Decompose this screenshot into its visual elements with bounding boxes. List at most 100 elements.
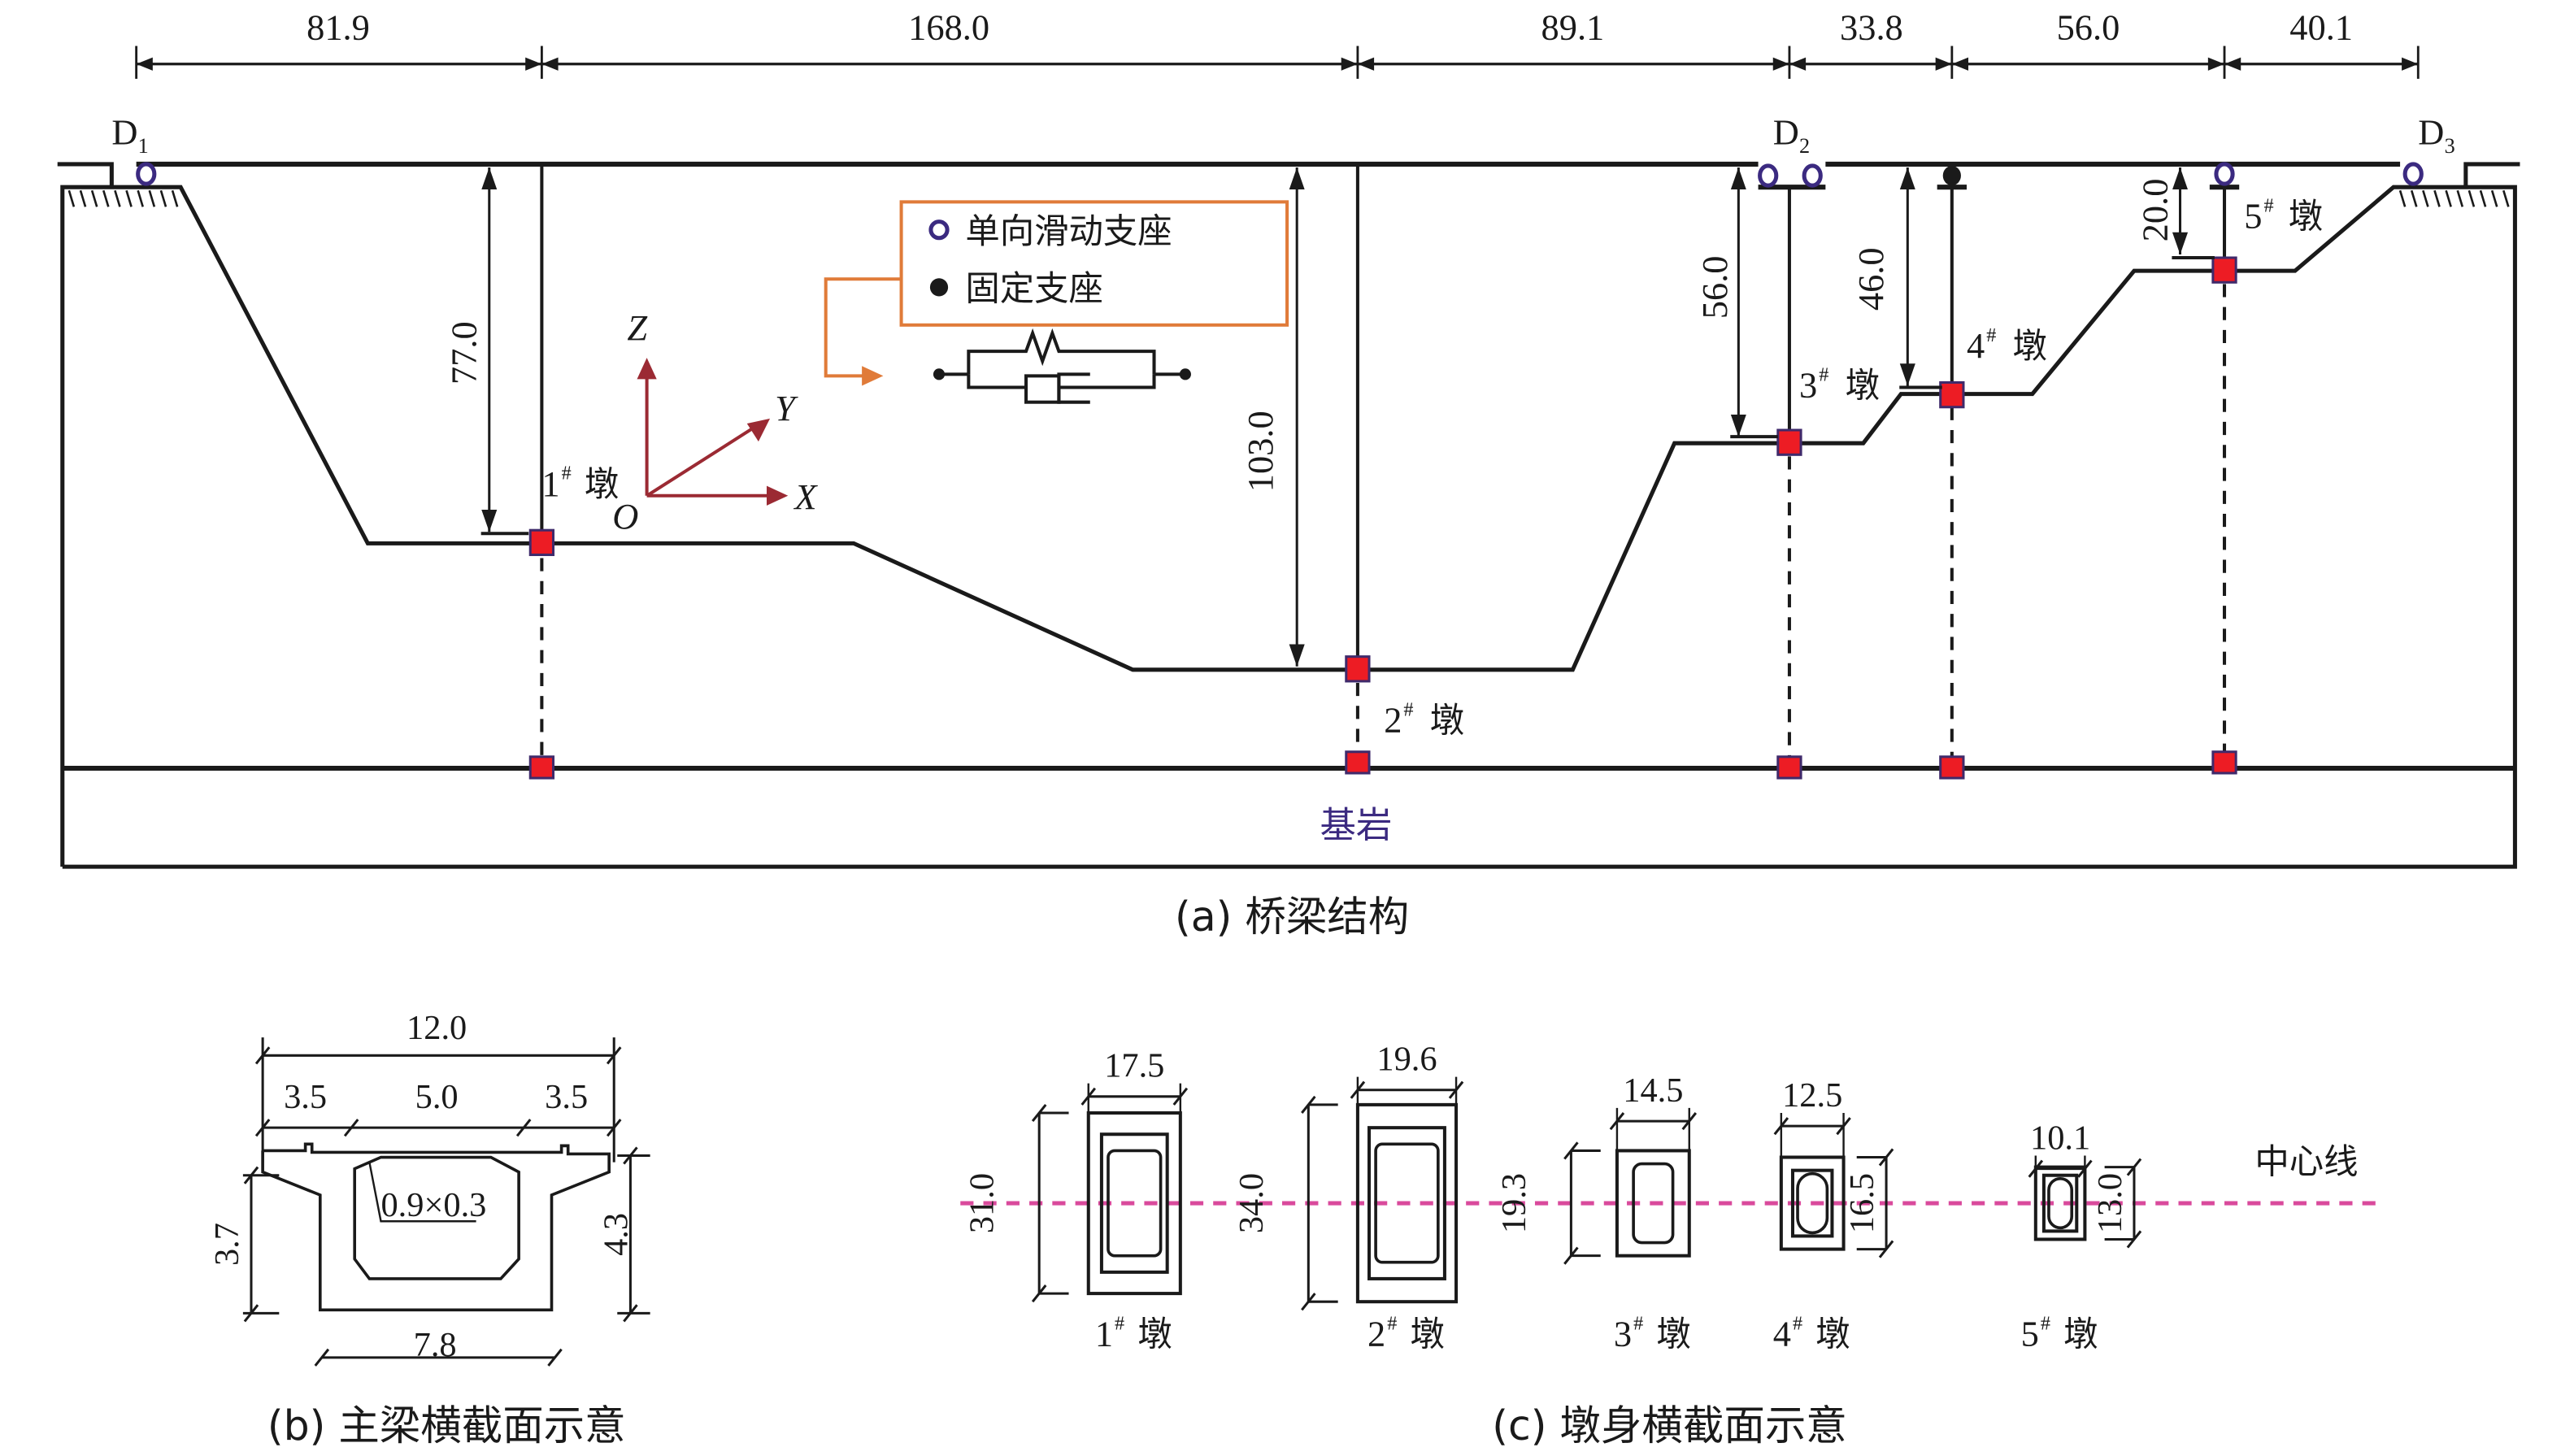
pier-section-caption: 4#墩	[1773, 1313, 1850, 1354]
girder-seg-mid: 5.0	[415, 1078, 459, 1116]
pier-word: 墩	[1656, 1315, 1690, 1354]
girder-left-height: 3.7	[208, 1223, 246, 1266]
span-dim-2: 168.0	[908, 7, 989, 47]
pier-5	[2209, 185, 2240, 775]
girder-top-width: 12.0	[407, 1009, 467, 1047]
abutment-subscript: 2	[1799, 134, 1810, 158]
pier-word: 墩	[2013, 326, 2047, 366]
abutment-subscript: 3	[2445, 134, 2455, 158]
pier-5-base-node	[2211, 750, 2237, 775]
pier-2-base-node	[1345, 750, 1371, 775]
box-girder-outline: 0.9×0.3	[261, 1142, 611, 1312]
abutment-label-d3: D 3	[2418, 112, 2454, 158]
dim-arrowhead	[541, 57, 559, 71]
slide-bearing-d3	[2402, 162, 2424, 186]
pier-2-section: 19.634.02#墩	[1233, 1040, 1464, 1354]
pier-word: 墩	[2289, 197, 2323, 237]
pier-inner-wall	[1367, 1126, 1446, 1280]
girder-top-dims: 12.0 3.5 5.0 3.5	[254, 1009, 622, 1163]
pier-word: 墩	[585, 464, 619, 504]
ground-hatch-right	[2398, 189, 2510, 207]
pier-hollow	[1374, 1142, 1440, 1264]
height-dim-pier-5: 20.0	[2134, 167, 2215, 260]
slide-bearing-d1	[136, 162, 157, 186]
pier-word: 墩	[1137, 1315, 1172, 1354]
pier-word: 墩	[2063, 1315, 2098, 1354]
pier-1-label: 1 # 墩	[541, 463, 619, 504]
pier-word: 墩	[1430, 701, 1464, 741]
legend-fixed-label: 固定支座	[965, 269, 1103, 309]
caption-b: (b) 主梁横截面示意	[267, 1402, 626, 1449]
pier-1	[528, 163, 555, 780]
slide-bearing-d2-right	[1802, 163, 1823, 188]
pier-sup: #	[1793, 1313, 1802, 1335]
height-dim-pier-1: 77.0	[444, 167, 529, 536]
pier-sup: #	[1115, 1313, 1124, 1335]
pier-2-height: 103.0	[1240, 411, 1280, 492]
pier-number: 1	[541, 463, 559, 504]
dim-arrowhead	[1772, 57, 1789, 71]
axis-z-label: Z	[627, 307, 648, 348]
terrain-profile	[60, 185, 2517, 869]
pier-number: 4	[1967, 325, 1985, 366]
pier-inner-wall	[2041, 1173, 2079, 1233]
bridge-deck	[57, 161, 2520, 188]
legend-slide-icon	[928, 219, 950, 241]
pier-section-caption: 2#墩	[1367, 1313, 1445, 1354]
pier-section-caption: 5#墩	[2021, 1313, 2098, 1354]
pier-width-label: 17.5	[1104, 1047, 1164, 1085]
pier-5-label: 5 # 墩	[2244, 194, 2323, 236]
axis-x-label: X	[793, 476, 818, 517]
spring-dashpot-icon	[933, 328, 1191, 404]
girder-side-dims: 3.7 4.3 7.8	[208, 1146, 650, 1367]
span-dim-4: 33.8	[1840, 7, 1903, 47]
dim-arrowhead	[136, 57, 153, 71]
pier-1-section: 17.5 31.0 1# 墩	[963, 1047, 1189, 1354]
pier-height-label: 16.5	[1843, 1173, 1881, 1233]
pier-section-caption: 3#墩	[1614, 1313, 1691, 1354]
pier-inner-wall	[1099, 1132, 1169, 1274]
pier-sup: #	[1633, 1313, 1643, 1335]
pier-outer-wall	[1615, 1149, 1691, 1258]
abutment-subscript: 1	[138, 134, 149, 158]
height-dim-pier-3: 56.0	[1694, 167, 1778, 439]
dim-arrowhead	[1357, 57, 1375, 71]
pier-4-section: 12.516.54#墩	[1773, 1076, 1894, 1354]
pier-sup: #	[1986, 324, 1996, 346]
pier-hollow	[2047, 1176, 2074, 1230]
pier-2	[1345, 163, 1371, 775]
span-dim-3: 89.1	[1541, 7, 1605, 47]
girder-right-height: 4.3	[597, 1213, 635, 1256]
bedrock-label: 基岩	[1320, 805, 1392, 846]
caption-c: (c) 墩身横截面示意	[1492, 1402, 1846, 1449]
pier-inner-wall	[1790, 1168, 1834, 1238]
fixed-bearing-pier-4	[1942, 165, 1961, 186]
pier-height-label: 31.0	[963, 1173, 1002, 1233]
pier-number: 1	[1095, 1314, 1113, 1354]
pier-4-height: 46.0	[1850, 247, 1891, 311]
span-dim-6: 40.1	[2289, 7, 2353, 47]
pier-number: 3	[1799, 365, 1817, 406]
pier-4-label: 4 # 墩	[1967, 324, 2047, 366]
pier-1-height: 77.0	[444, 321, 485, 385]
dim-arrowhead	[2224, 57, 2241, 71]
pier-sup: #	[1819, 363, 1828, 385]
pier-word: 墩	[1846, 366, 1880, 406]
girder-seg-left: 3.5	[284, 1078, 327, 1116]
pier-number: 2	[1384, 700, 1402, 741]
centerline-label: 中心线	[2254, 1142, 2358, 1182]
pier-5-top-node	[2211, 256, 2237, 284]
pier-section-caption: 1# 墩	[1095, 1313, 1172, 1354]
pier-3-top-node	[1776, 428, 1802, 456]
pier-hollow	[1632, 1162, 1675, 1245]
dim-arrowhead	[2402, 57, 2419, 71]
girder-section-panel: 12.0 3.5 5.0 3.5 0.9×0.3 3.7 4.3	[208, 1009, 650, 1449]
pier-outer-wall	[1086, 1110, 1182, 1296]
pier-height-label: 13.0	[2091, 1173, 2129, 1233]
pier-3	[1758, 185, 1826, 780]
pier-section-panel: 中心线 17.531.01#墩19.634.02#墩14.519.33#墩12.…	[960, 1040, 2381, 1449]
span-dim-1: 81.9	[307, 7, 370, 47]
girder-bottom-width: 7.8	[414, 1326, 457, 1364]
pier-number: 5	[2021, 1314, 2039, 1354]
pier-outer-wall	[1355, 1102, 1459, 1304]
